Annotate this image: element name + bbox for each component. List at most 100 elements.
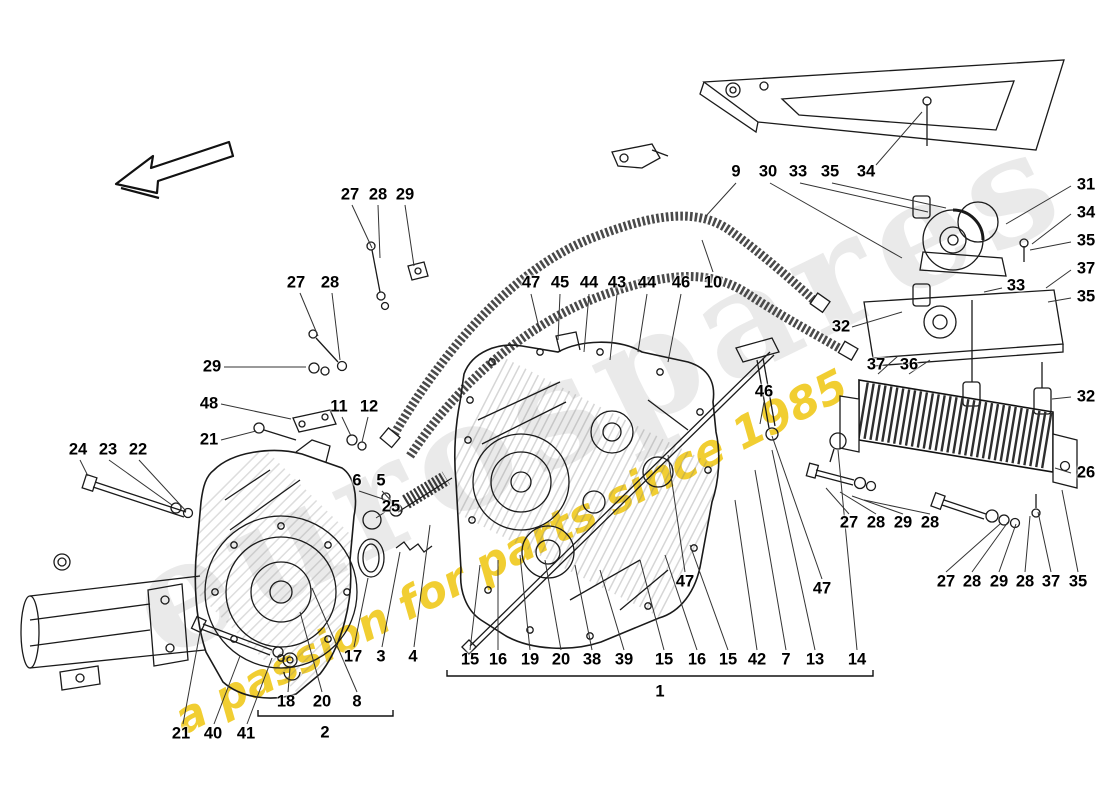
leader-lines	[79, 111, 1079, 725]
part-number-label: 27	[340, 185, 360, 204]
part-number-label: 28	[920, 513, 940, 532]
part-number-label: 37	[1041, 572, 1061, 591]
part-number-label: 47	[521, 273, 541, 292]
part-number-label: 39	[614, 650, 634, 669]
part-number-label: 25	[381, 497, 401, 516]
part-number-label: 43	[607, 273, 627, 292]
part-number-label: 40	[203, 724, 223, 743]
part-number-label: 9	[731, 162, 741, 181]
part-number-label: 20	[551, 650, 571, 669]
part-number-label: 19	[520, 650, 540, 669]
rubber-mount	[962, 381, 981, 407]
part-number-label: 44	[637, 273, 657, 292]
part-number-label: 29	[202, 357, 222, 376]
part-number-label: 14	[847, 650, 867, 669]
part-number-label: 38	[582, 650, 602, 669]
rubber-mount	[912, 195, 931, 219]
part-number-label: 30	[758, 162, 778, 181]
part-number-label: 6	[352, 471, 362, 490]
part-number-label: 11	[330, 397, 348, 416]
hose-upper	[388, 211, 822, 441]
oil-cooler-hoses	[379, 211, 859, 463]
part-number-label: 17	[343, 647, 363, 666]
part-number-label: 28	[1015, 572, 1035, 591]
fasteners	[53, 241, 1021, 681]
hose-clamp	[829, 432, 847, 450]
part-number-label: 2	[320, 723, 330, 742]
part-number-label: 34	[856, 162, 876, 181]
part-number-label: 36	[899, 355, 919, 374]
part-number-label: 4	[408, 647, 418, 666]
gearbox-housing	[454, 331, 720, 649]
rubber-mount	[1033, 387, 1052, 415]
part-number-label: 34	[1076, 203, 1096, 222]
part-number-label: 8	[352, 692, 362, 711]
part-number-label: 10	[703, 273, 723, 292]
part-number-label: 31	[1076, 175, 1096, 194]
part-number-label: 27	[936, 572, 956, 591]
part-number-label: 21	[171, 724, 191, 743]
valve-and-seals	[357, 471, 453, 578]
part-number-label: 33	[1006, 276, 1026, 295]
part-number-label: 48	[199, 394, 219, 413]
part-number-label: 28	[320, 273, 340, 292]
o-ring	[362, 510, 382, 530]
group-brackets	[257, 670, 874, 717]
part-number-label: 29	[893, 513, 913, 532]
part-number-label: 5	[376, 471, 386, 490]
part-number-label: 46	[671, 273, 691, 292]
part-number-label: 13	[805, 650, 825, 669]
part-number-label: 3	[376, 647, 386, 666]
part-number-label: 44	[579, 273, 599, 292]
part-number-label: 21	[199, 430, 219, 449]
part-number-label: 12	[359, 397, 379, 416]
part-number-label: 45	[550, 273, 570, 292]
part-number-label: 47	[812, 579, 832, 598]
part-number-label: 29	[989, 572, 1009, 591]
body-panel	[699, 59, 1065, 151]
part-number-label: 24	[68, 440, 88, 459]
oil-pump-assembly	[863, 96, 1064, 415]
part-number-label: 20	[312, 692, 332, 711]
long-stud-and-yoke	[461, 337, 780, 655]
part-number-label: 41	[236, 724, 256, 743]
part-number-label: 7	[781, 650, 791, 669]
part-number-label: 37	[866, 355, 886, 374]
direction-arrow	[114, 140, 235, 200]
part-number-label: 47	[675, 572, 695, 591]
part-number-label: 27	[839, 513, 859, 532]
part-number-label: 26	[1076, 463, 1096, 482]
group-bracket-2	[257, 710, 394, 717]
part-number-label: 37	[1076, 259, 1096, 278]
part-number-label: 35	[1068, 572, 1088, 591]
part-number-label: 35	[820, 162, 840, 181]
part-number-label: 32	[1076, 387, 1096, 406]
oil-seal	[357, 538, 385, 578]
part-number-label: 42	[747, 650, 767, 669]
part-number-label: 33	[788, 162, 808, 181]
part-number-label: 32	[831, 317, 851, 336]
part-number-label: 46	[754, 382, 774, 401]
part-number-label: 29	[395, 185, 415, 204]
part-number-label: 35	[1076, 287, 1096, 306]
part-number-label: 18	[276, 692, 296, 711]
part-number-label: 28	[962, 572, 982, 591]
part-number-label: 27	[286, 273, 306, 292]
part-number-label: 22	[128, 440, 148, 459]
part-number-label: 1	[655, 682, 665, 701]
part-number-label: 15	[460, 650, 480, 669]
part-number-label: 15	[654, 650, 674, 669]
clutch-housing-cover	[194, 439, 358, 699]
spring	[395, 541, 433, 553]
part-number-label: 15	[718, 650, 738, 669]
part-number-label: 16	[488, 650, 508, 669]
part-number-label: 23	[98, 440, 118, 459]
sensor-connector	[611, 143, 669, 169]
rubber-mount	[912, 283, 931, 307]
part-number-label: 16	[687, 650, 707, 669]
part-number-label: 28	[866, 513, 886, 532]
part-number-label: 28	[368, 185, 388, 204]
